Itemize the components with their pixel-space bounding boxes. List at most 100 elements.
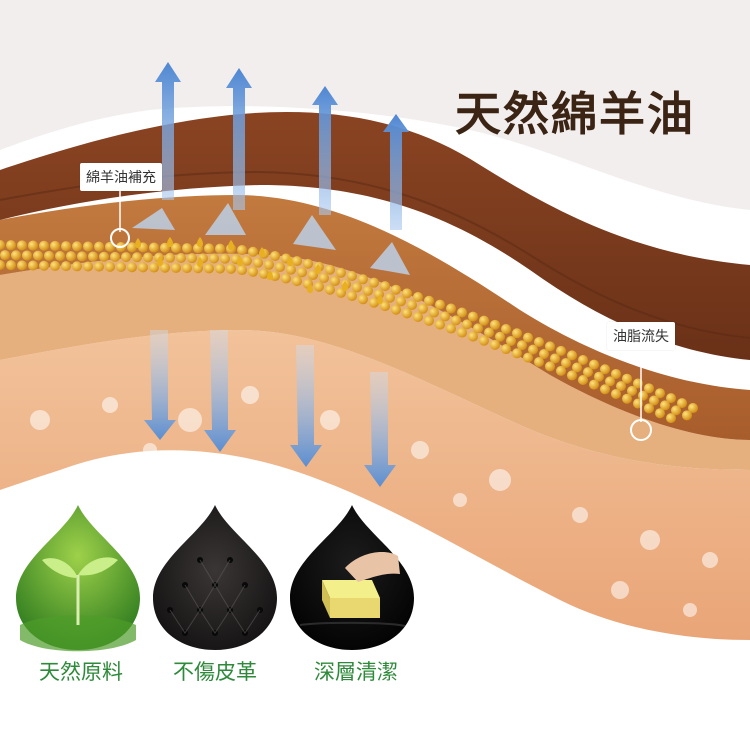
oil-bead (242, 255, 252, 266)
loss-marker (630, 419, 652, 441)
oil-bead-band (0, 240, 698, 424)
oil-bead (165, 252, 175, 263)
oil-bead (484, 327, 494, 338)
oil-bead (66, 251, 76, 262)
oil-bead (396, 296, 406, 307)
feature-label-gentle: 不傷皮革 (173, 660, 257, 684)
oil-bead (622, 393, 632, 404)
oil-bead (479, 335, 489, 346)
oil-bead (495, 331, 505, 342)
oil-bead (611, 368, 621, 379)
oil-bead (110, 251, 120, 262)
callout-oil-loss: 油脂流失 (607, 322, 675, 350)
oil-bead (127, 242, 137, 253)
oil-bead (187, 253, 197, 264)
oil-bead (204, 243, 214, 254)
oil-bead (363, 285, 373, 296)
oil-bead (325, 284, 335, 295)
oil-bead (589, 359, 599, 370)
oil-bead (380, 281, 390, 292)
oil-bead (391, 304, 401, 315)
oil-droplet (197, 237, 203, 247)
oil-bead (413, 292, 423, 303)
oil-bead (622, 373, 632, 384)
oil-droplet (315, 264, 321, 274)
oil-bead (407, 299, 417, 310)
oil-bead (600, 384, 610, 395)
oil-bead (72, 261, 82, 272)
oil-bead (424, 295, 434, 306)
oil-bead (270, 251, 280, 262)
oil-bead (11, 250, 21, 261)
oil-bead (182, 263, 192, 274)
oil-bead (688, 403, 698, 414)
oil-bead (506, 335, 516, 346)
oil-bead (149, 242, 159, 253)
oil-bead (220, 253, 230, 264)
oil-bead (99, 251, 109, 262)
oil-bead (567, 350, 577, 361)
oil-bead (457, 327, 467, 338)
oil-bead (94, 241, 104, 252)
oil-bead (369, 297, 379, 308)
oil-bead (545, 341, 555, 352)
oil-bead (17, 260, 27, 271)
oil-bead (215, 263, 225, 274)
oil-bead (385, 292, 395, 303)
oil-bead (226, 263, 236, 274)
oil-bead (94, 261, 104, 272)
oil-bead (325, 264, 335, 275)
sprout-icon (16, 505, 140, 652)
oil-bead (347, 290, 357, 301)
oil-bead (347, 270, 357, 281)
oil-droplet (228, 240, 234, 250)
oil-bead (523, 332, 533, 343)
oil-bead (550, 353, 560, 364)
oil-bead (352, 282, 362, 293)
oil-bead (6, 240, 16, 251)
feature-label-natural: 天然原料 (39, 660, 123, 684)
oil-bead (627, 385, 637, 396)
oil-bead (121, 252, 131, 263)
oil-droplet (167, 237, 173, 247)
oil-bead (567, 370, 577, 381)
oil-bead (429, 307, 439, 318)
oil-bead (248, 246, 258, 257)
oil-bead (330, 276, 340, 287)
oil-bead (556, 345, 566, 356)
oil-bead (666, 393, 676, 404)
oil-bead (380, 301, 390, 312)
oil-bead (204, 263, 214, 274)
oil-bead (248, 266, 258, 277)
oil-bead (512, 348, 522, 359)
oil-bead (561, 357, 571, 368)
oil-bead (209, 253, 219, 264)
oil-bead (446, 303, 456, 314)
callout-lanolin-replenish: 綿羊油補充 (80, 163, 162, 191)
page-title: 天然綿羊油 (455, 87, 695, 141)
oil-bead (490, 339, 500, 350)
moisture-down-arrows (144, 330, 396, 487)
sponge-icon (290, 505, 414, 650)
oil-bead (402, 288, 412, 299)
oil-bead (655, 408, 665, 419)
oil-bead (253, 257, 263, 268)
oil-bead (171, 242, 181, 253)
oil-droplet (342, 281, 348, 291)
oil-bead (435, 299, 445, 310)
oil-bead (528, 344, 538, 355)
oil-bead (28, 240, 38, 251)
oil-bead (391, 284, 401, 295)
oil-bead (61, 261, 71, 272)
oil-bead (292, 276, 302, 287)
oil-bead (671, 405, 681, 416)
oil-bead (83, 241, 93, 252)
oil-bead (451, 315, 461, 326)
oil-droplet (377, 294, 383, 304)
oil-bead (501, 344, 511, 355)
oil-bead (0, 250, 10, 261)
oil-bead (286, 264, 296, 275)
oil-bead (116, 262, 126, 273)
oil-bead (440, 311, 450, 322)
oil-droplets (135, 237, 383, 304)
